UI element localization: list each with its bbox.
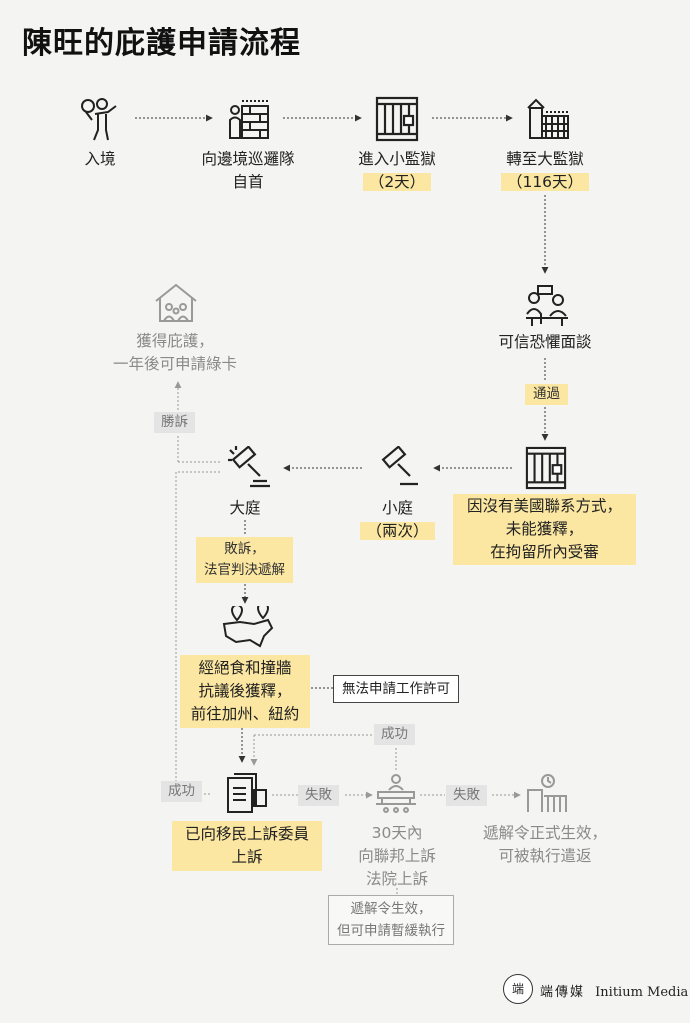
step-small-jail: 進入小監獄 （2天） xyxy=(347,148,447,194)
no-work-permit-box: 無法申請工作許可 xyxy=(333,675,459,703)
step-small-jail-days: （2天） xyxy=(362,173,432,191)
logo-name: 端傳媒 Initium Media xyxy=(540,981,688,1000)
jail-bars-icon xyxy=(525,446,567,490)
step-big-jail: 轉至大監獄 （116天） xyxy=(495,148,595,194)
step-release-line3: 前往加州、紐約 xyxy=(190,705,300,723)
step-small-jail-label: 進入小監獄 xyxy=(358,150,436,168)
success-tag-top: 成功 xyxy=(374,724,415,745)
gavel-icon xyxy=(228,446,270,488)
gavel-icon xyxy=(381,446,418,486)
page-title: 陳旺的庇護申請流程 xyxy=(22,26,301,61)
logo-name-zh: 端傳媒 xyxy=(540,985,586,1000)
step-asylum-line1: 獲得庇護， xyxy=(136,332,214,350)
step-detained-line1: 因沒有美國聯系方式， xyxy=(466,497,622,515)
step-detained-line3: 在拘留所內受審 xyxy=(490,543,599,561)
stay-box: 遞解令生效， 但可申請暫緩執行 xyxy=(328,895,454,945)
lost-line1: 敗訴， xyxy=(224,541,265,557)
step-small-court-times: （兩次） xyxy=(360,522,435,540)
court-bench-icon xyxy=(376,774,416,813)
step-deport-line1: 遞解令正式生效， xyxy=(482,824,607,842)
step-big-jail-label: 轉至大監獄 xyxy=(506,150,584,168)
step-small-court-label: 小庭 xyxy=(381,499,413,517)
lost-line2: 法官判決遞解 xyxy=(204,562,285,578)
deportation-gate-icon xyxy=(527,774,567,812)
initium-logo: 端 xyxy=(503,974,533,1004)
step-surrender-line1: 向邊境巡邏隊 xyxy=(201,150,295,168)
step-release-box: 經絕食和撞牆 抗議後獲釋， 前往加州、紐約 xyxy=(180,655,310,728)
step-appeal-line2: 上訴 xyxy=(231,848,263,866)
step-entry: 入境 xyxy=(84,150,116,168)
house-family-icon xyxy=(155,283,197,322)
success-tag-left: 成功 xyxy=(161,781,202,802)
stay-line1: 遞解令生效， xyxy=(350,901,432,917)
stay-line2: 但可申請暫緩執行 xyxy=(337,923,445,939)
step-surrender: 向邊境巡邏隊 自首 xyxy=(188,148,308,194)
step-appeal: 已向移民上訴委員 上訴 xyxy=(172,821,322,871)
step-big-court: 大庭 xyxy=(229,499,261,517)
step-federal-line3: 法院上訴 xyxy=(365,870,428,888)
logo-mark: 端 xyxy=(511,982,524,996)
step-federal-appeal: 30天內 向聯邦上訴 法院上訴 xyxy=(337,822,457,891)
step-federal-line2: 向聯邦上訴 xyxy=(358,847,436,865)
step-appeal-line1: 已向移民上訴委員 xyxy=(184,825,309,843)
step-asylum-granted: 獲得庇護， 一年後可申請綠卡 xyxy=(95,330,255,376)
logo-name-en: Initium Media xyxy=(595,985,689,1000)
document-appeal-icon xyxy=(227,773,267,813)
step-release-line2: 抗議後獲釋， xyxy=(198,682,292,700)
step-detained: 因沒有美國聯系方式， 未能獲釋， 在拘留所內受審 xyxy=(453,494,636,565)
jail-bars-icon xyxy=(375,96,419,142)
passed-tag: 通過 xyxy=(525,384,568,405)
interview-desk-icon xyxy=(526,285,568,326)
won-tag: 勝訴 xyxy=(154,412,195,433)
prison-building-icon xyxy=(527,98,569,139)
fail-tag-2: 失敗 xyxy=(446,785,487,806)
border-guard-wall-icon xyxy=(229,100,269,139)
step-surrender-line2: 自首 xyxy=(232,173,264,191)
step-asylum-line2: 一年後可申請綠卡 xyxy=(112,355,237,373)
step-fear-interview: 可信恐懼面談 xyxy=(498,333,592,351)
us-map-pins-icon xyxy=(222,606,274,648)
step-federal-line1: 30天內 xyxy=(371,824,423,842)
fail-tag-1: 失敗 xyxy=(298,785,339,806)
walking-person-icon xyxy=(81,98,117,141)
step-big-jail-days: （116天） xyxy=(500,173,590,191)
step-detained-line2: 未能獲釋， xyxy=(505,520,584,538)
step-appeal-box: 已向移民上訴委員 上訴 xyxy=(172,821,322,871)
lost-tag: 敗訴， 法官判決遞解 xyxy=(196,537,293,583)
step-deport: 遞解令正式生效， 可被執行遣返 xyxy=(470,822,620,868)
step-release-line1: 經絕食和撞牆 xyxy=(198,659,292,677)
step-detained-box: 因沒有美國聯系方式， 未能獲釋， 在拘留所內受審 xyxy=(453,494,636,565)
step-release: 經絕食和撞牆 抗議後獲釋， 前往加州、紐約 xyxy=(180,655,310,728)
step-small-court: 小庭 （兩次） xyxy=(360,497,435,543)
step-deport-line2: 可被執行遣返 xyxy=(498,847,592,865)
